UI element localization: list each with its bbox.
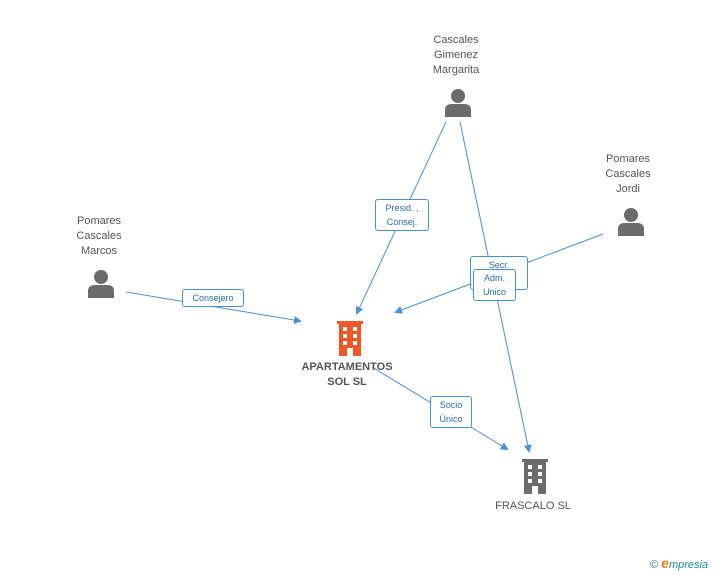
person-label-pomares-cascales-jordi[interactable]: Pomares Cascales Jordi (605, 153, 651, 195)
brand-footer: © empresia (650, 555, 708, 571)
person-icon[interactable] (87, 269, 115, 299)
copyright-symbol: © (650, 559, 659, 571)
person-icon[interactable] (617, 207, 645, 237)
relation-label-socio-unico[interactable]: Socio Único (430, 396, 472, 428)
company-label-apartamentos-sol-sl[interactable]: APARTAMENTOS SOL SL (301, 361, 393, 388)
person-icon[interactable] (444, 88, 472, 118)
relation-label-presid-consej[interactable]: Presid. , Consej. (375, 199, 429, 231)
company-label-frascalo-sl[interactable]: FRASCALO SL (495, 500, 571, 512)
relation-label-adm-unico[interactable]: Adm. Unico (473, 269, 516, 301)
brand-logo-text: mpresia (668, 559, 709, 571)
brand-logo-e: e (661, 555, 669, 571)
building-icon[interactable] (336, 321, 364, 356)
relation-label-consejero[interactable]: Consejero (182, 289, 244, 307)
person-label-pomares-cascales-marcos[interactable]: Pomares Cascales Marcos (76, 215, 122, 257)
building-icon[interactable] (521, 459, 549, 494)
person-label-cascales-gimenez-margarita[interactable]: Cascales Gimenez Margarita (432, 34, 480, 76)
